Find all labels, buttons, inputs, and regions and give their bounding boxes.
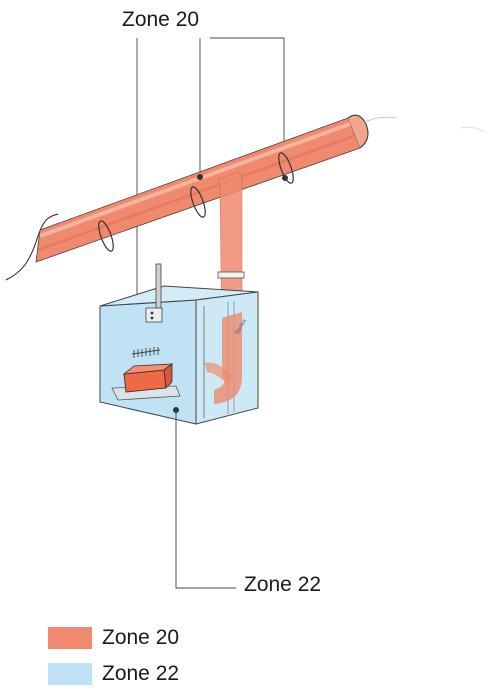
legend-label-zone20: Zone 20	[102, 626, 180, 649]
zone20-swatch	[48, 627, 92, 649]
zone20-callout-label: Zone 20	[122, 8, 200, 31]
main-pipe	[35, 114, 485, 263]
dust-collector-box	[99, 263, 259, 425]
legend-item-zone22: Zone 22	[48, 662, 179, 686]
pipe-left-end	[5, 213, 59, 281]
legend-item-zone20: Zone 20	[48, 626, 179, 650]
legend-label-zone22: Zone 22	[102, 662, 180, 685]
zone22-callout-label: Zone 22	[244, 573, 322, 596]
zone22-callout-line	[175, 410, 236, 589]
zone22-swatch	[48, 663, 92, 685]
